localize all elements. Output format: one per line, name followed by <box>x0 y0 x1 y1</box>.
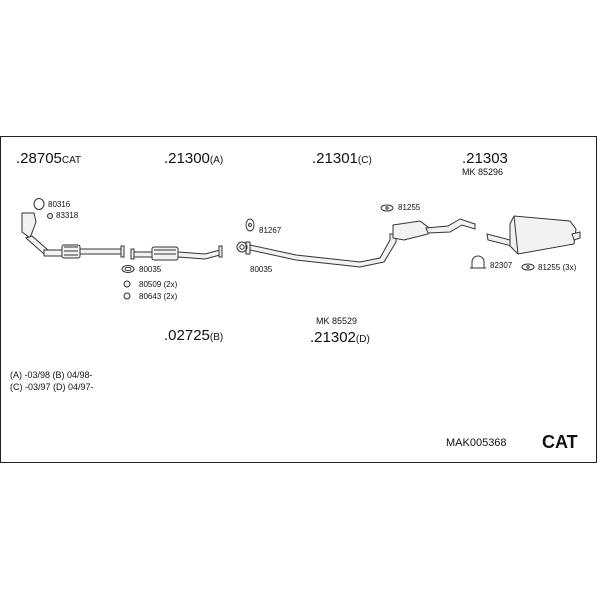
hanger-81267-icon <box>245 218 255 232</box>
hanger-81255-icon <box>380 204 394 212</box>
cat-label: CAT <box>542 432 578 452</box>
part-number-28705: .28705CAT <box>16 150 82 167</box>
bolt-80509-icon <box>123 280 131 288</box>
kit-code: MAK005368 <box>446 437 507 449</box>
legend-line-1: (A) -03/98 (B) 04/98- <box>10 370 93 380</box>
gasket-80035-b-icon <box>236 241 248 253</box>
ring-80316-icon <box>33 198 45 210</box>
legend-line-2: (C) -03/97 (D) 04/97- <box>10 382 94 392</box>
nut-80643-icon <box>123 292 131 300</box>
label-81255-3x: 81255 (3x) <box>538 263 577 272</box>
part-number-21303: .21303 <box>462 150 508 167</box>
label-80509: 80509 (2x) <box>139 280 178 289</box>
part-number-21301: .21301(C) <box>312 150 372 167</box>
gasket-80035-icon <box>121 265 135 273</box>
hanger-81255-3x-icon <box>521 263 535 271</box>
label-80316: 80316 <box>48 200 71 209</box>
rear-silencer-21303 <box>486 215 581 255</box>
part-number-21302: .21302(D) <box>310 329 370 346</box>
mk-85296-label: MK 85296 <box>462 167 504 177</box>
middle-pipe-21301 <box>245 218 476 268</box>
label-81255: 81255 <box>398 203 421 212</box>
gasket-83318-icon <box>47 213 53 219</box>
label-80035-a: 80035 <box>139 265 162 274</box>
label-81267: 81267 <box>259 226 282 235</box>
label-80643: 80643 (2x) <box>139 292 178 301</box>
part-number-02725: .02725(B) <box>164 327 224 344</box>
label-82307: 82307 <box>490 261 513 270</box>
label-83318: 83318 <box>56 211 79 220</box>
clamp-82307-icon <box>470 255 486 269</box>
mk-85529-label: MK 85529 <box>316 316 358 326</box>
part-number-21300: .21300(A) <box>164 150 224 167</box>
diagram-frame <box>0 136 597 463</box>
catalytic-converter <box>21 212 125 259</box>
front-pipe-21300 <box>130 245 223 261</box>
label-80035-b: 80035 <box>250 265 273 274</box>
